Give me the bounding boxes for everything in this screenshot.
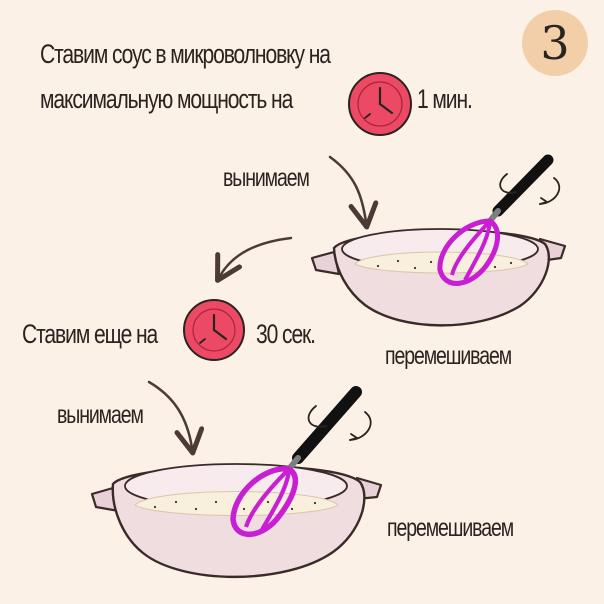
instruction-line-1: Ставим соус в микроволновку на: [40, 39, 331, 69]
step-number-badge: 3: [522, 10, 588, 76]
whisk-icon: [230, 386, 372, 538]
curved-arrow-icon: [328, 155, 379, 230]
curved-arrow-icon: [147, 380, 205, 456]
instruction-line-2: максимальную мощность на: [40, 84, 293, 114]
instruction-line-2-time: 1 мин.: [417, 84, 473, 114]
bowl-icon: [90, 463, 383, 578]
take-out-label-1: вынимаем: [223, 164, 310, 192]
timer-icon: [183, 299, 245, 361]
bowl-icon: [310, 228, 567, 327]
curved-arrow-icon: [215, 236, 293, 283]
step-number: 3: [540, 16, 570, 70]
take-out-label-2: вынимаем: [57, 401, 144, 429]
second-heating-time: 30 сек.: [256, 319, 316, 349]
stir-label-2: перемешиваем: [387, 514, 514, 542]
second-heating-label: Ставим еще на: [22, 319, 158, 349]
whisk-icon: [437, 154, 561, 286]
stir-label-1: перемешиваем: [385, 342, 512, 370]
timer-icon: [348, 72, 412, 136]
